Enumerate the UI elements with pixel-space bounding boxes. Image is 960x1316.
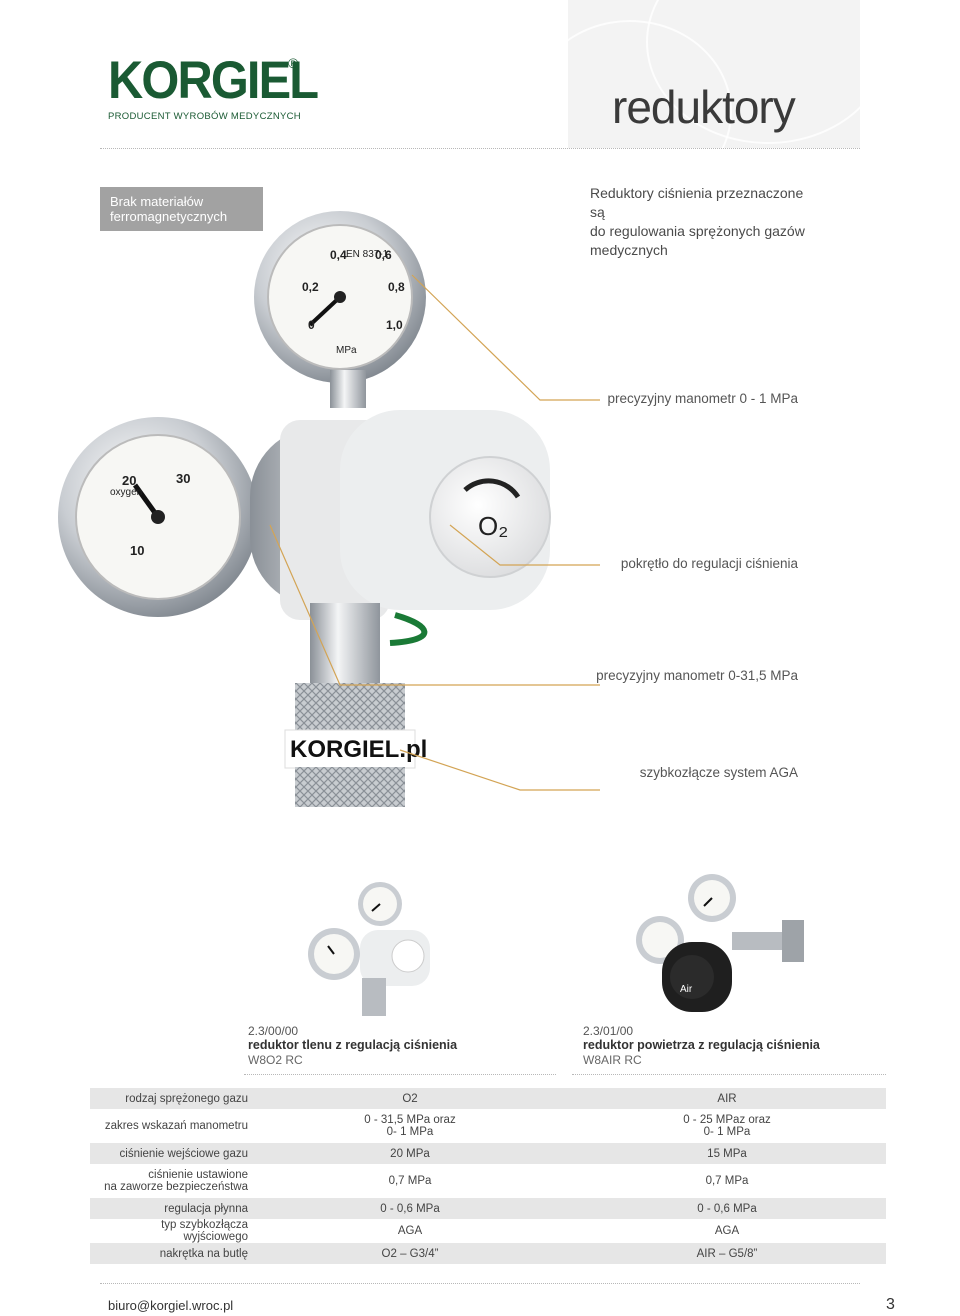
svg-text:10: 10 [130,543,144,558]
brand-logo: KORGIEL ® PRODUCENT WYROBÓW MEDYCZNYCH [108,54,319,125]
callout-manometer-1mpa: precyzyjny manometr 0 - 1 MPa [607,391,798,406]
spec-value-oxygen: 0,7 MPa [388,1175,432,1187]
specs-table: rodzaj sprężonego gazu O2 AIR zakres wsk… [90,1088,886,1264]
badge-line-2: ferromagnetycznych [110,209,228,224]
svg-text:30: 30 [176,471,190,486]
spec-value-line: 0- 1 MPa [703,1126,751,1138]
table-row: typ szybkozłącza wyjściowego AGA AGA [90,1219,886,1243]
spec-label: nakrętka na butlę [90,1243,252,1264]
intro-text: Reduktory ciśnienia przeznaczone są do r… [590,184,820,260]
svg-text:0: 0 [308,318,315,332]
product-2-name: reduktor powietrza z regulacją ciśnienia [583,1038,820,1052]
spec-value-air: 15 MPa [568,1143,886,1164]
logo-tagline: PRODUCENT WYROBÓW MEDYCZNYCH [108,111,301,122]
svg-text:0,4: 0,4 [330,248,347,262]
badge-line-1: Brak materiałów [110,194,204,209]
spec-label: ciśnienie wejściowe gazu [90,1143,252,1164]
spec-value-oxygen: O2 – G3/4” [252,1243,568,1264]
product-1-code: 2.3/00/00 [248,1024,299,1038]
spec-label: typ szybkozłącza wyjściowego [161,1219,248,1243]
intro-line-2: do regulowania sprężonych gazów [590,223,805,239]
product-thumb-oxygen [308,882,430,1016]
product-2-divider [572,1074,886,1075]
spec-label-line: na zaworze bezpieczeństwa [104,1181,248,1193]
page-number: 3 [886,1296,895,1313]
spec-value-oxygen: AGA [397,1225,423,1237]
svg-text:MPa: MPa [336,345,357,356]
spec-value-air: AIR [568,1088,886,1109]
product-1-name: reduktor tlenu z regulacją ciśnienia [248,1038,458,1052]
svg-text:KORGIEL.pl: KORGIEL.pl [290,736,427,763]
regulator-photo: EN 837-1 MPa 0,2 0,4 0,6 0,8 1,0 0 oxyge… [58,211,600,807]
table-row: zakres wskazań manometru 0 - 31,5 MPa or… [90,1109,886,1143]
table-row: regulacja płynna 0 - 0,6 MPa 0 - 0,6 MPa [90,1198,886,1219]
table-row: ciśnienie wejściowe gazu 20 MPa 15 MPa [90,1143,886,1164]
product-2-code: 2.3/01/00 [583,1024,634,1038]
spec-value-air: 0 - 0,6 MPa [568,1198,886,1219]
gauge-large: oxygen 10 20 30 [58,417,258,617]
spec-value-line: 0 - 25 MPaz oraz [683,1114,771,1126]
spec-value-oxygen: 0 - 31,5 MPa oraz 0- 1 MPa [252,1109,568,1143]
spec-value-air: AIR – G5/8” [568,1243,886,1264]
product-thumb-air: Air [636,874,804,1012]
spec-label-line: ciśnienie ustawione [148,1169,248,1181]
intro-line-3: medycznych [590,242,668,258]
svg-text:0,6: 0,6 [375,248,392,262]
footer-divider [100,1283,860,1284]
svg-text:0,2: 0,2 [302,280,319,294]
adjustment-knob: O₂ [340,410,551,610]
svg-text:Air: Air [680,984,693,995]
svg-text:oxygen: oxygen [110,487,142,498]
header-divider [100,148,860,149]
table-row: ciśnienie ustawione na zaworze bezpiecze… [90,1164,886,1198]
product-1-divider [244,1074,556,1075]
quick-coupler: KORGIEL.pl [284,683,427,807]
product-1-model: W8O2 RC [248,1053,303,1067]
spec-label: ciśnienie ustawione na zaworze bezpiecze… [90,1164,252,1198]
callout-manometer-31mpa: precyzyjny manometr 0-31,5 MPa [596,668,798,683]
header-background [528,0,890,204]
intro-line-1: Reduktory ciśnienia przeznaczone są [590,185,804,220]
spec-label: zakres wskazań manometru [104,1120,248,1132]
spec-value-oxygen: O2 [252,1088,568,1109]
svg-text:EN 837-1: EN 837-1 [346,249,389,260]
product-2-model: W8AIR RC [583,1053,642,1067]
feature-badge: Brak materiałów ferromagnetycznych [100,187,263,231]
callout-knob: pokrętło do regulacji ciśnienia [620,556,798,571]
gauge-small: EN 837-1 MPa 0,2 0,4 0,6 0,8 1,0 0 [254,211,426,383]
spec-value-air: 0,7 MPa [705,1175,749,1187]
table-row: nakrętka na butlę O2 – G3/4” AIR – G5/8” [90,1243,886,1264]
spec-value-oxygen: 0 - 0,6 MPa [252,1198,568,1219]
spec-value-line: 0 - 31,5 MPa oraz [364,1114,456,1126]
spec-value-oxygen: 20 MPa [252,1143,568,1164]
svg-text:20: 20 [122,473,136,488]
logo-wordmark: KORGIEL [108,51,319,110]
page-title: reduktory [612,81,796,133]
spec-value-line: 0- 1 MPa [386,1126,434,1138]
footer-email[interactable]: biuro@korgiel.wroc.pl [108,1298,234,1313]
spec-label: rodzaj sprężonego gazu [90,1088,252,1109]
table-row: rodzaj sprężonego gazu O2 AIR [90,1088,886,1109]
spec-label: regulacja płynna [90,1198,252,1219]
spec-value-air: AGA [714,1225,740,1237]
spec-value-air: 0 - 25 MPaz oraz 0- 1 MPa [568,1109,886,1143]
registered-mark: ® [288,55,299,71]
svg-text:O₂: O₂ [478,511,508,541]
callout-coupler: szybkozłącze system AGA [639,765,798,780]
svg-text:1,0: 1,0 [386,318,403,332]
svg-text:0,8: 0,8 [388,280,405,294]
